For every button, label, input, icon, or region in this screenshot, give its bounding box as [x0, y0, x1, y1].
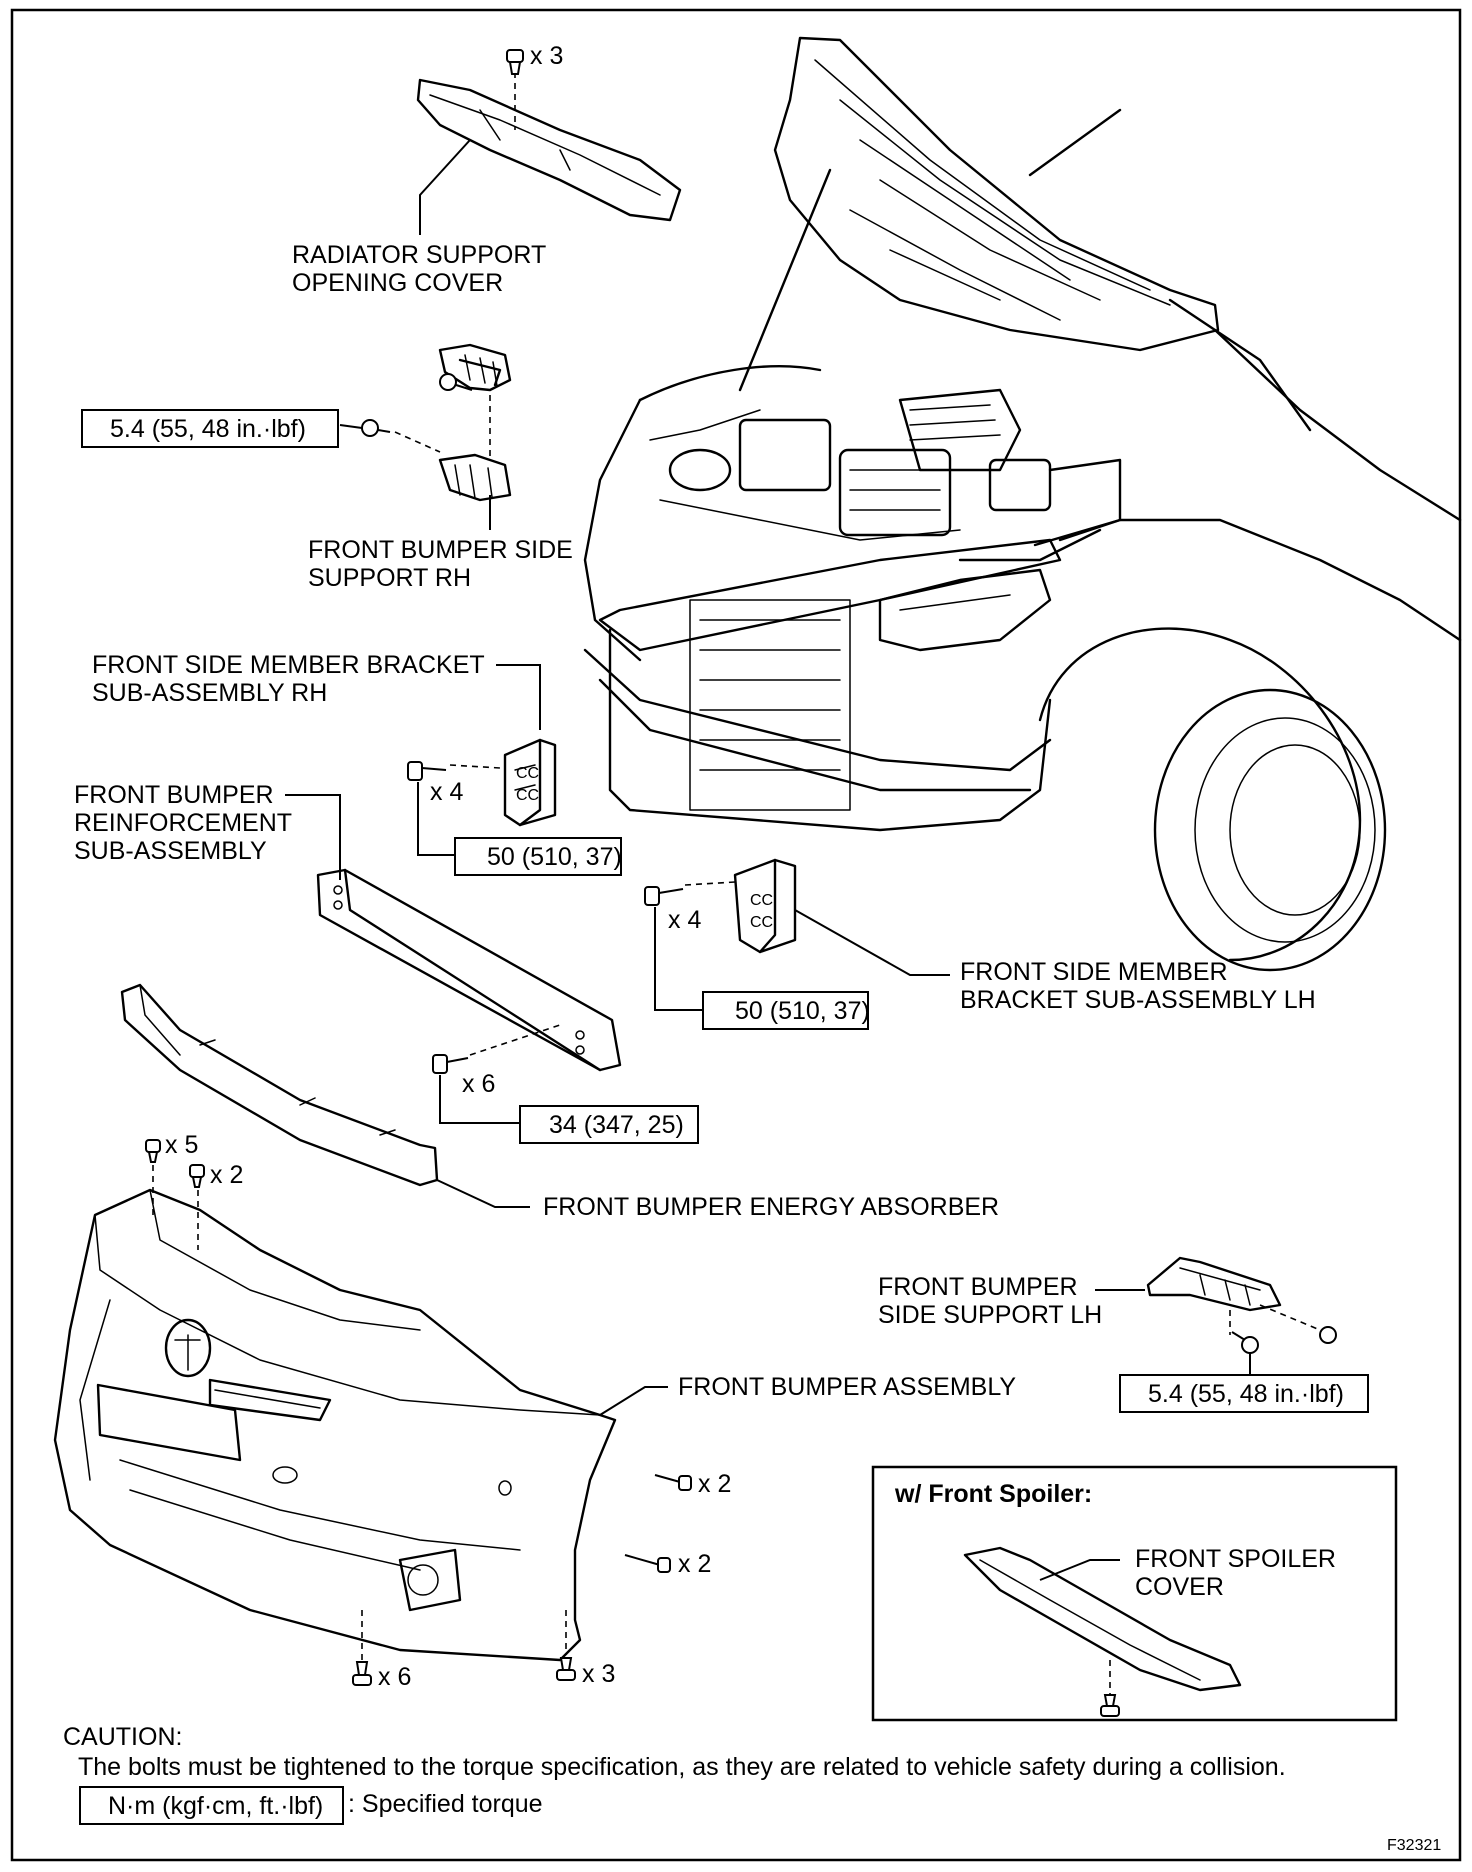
emblem-icon: [164, 1318, 212, 1378]
reinforcement-dash: [469, 1024, 561, 1056]
side-support-rh-label-line1: FRONT BUMPER SIDE: [308, 536, 573, 564]
bumper-side-qty-b: x 2: [678, 1550, 711, 1578]
energy-absorber: [120, 983, 530, 1208]
member-bracket-rh-leader: [496, 664, 541, 730]
screw-icon: [439, 373, 473, 391]
torque-box-side-support-lh: [1119, 1374, 1369, 1413]
spoiler-cover-label-line2: COVER: [1135, 1573, 1224, 1601]
legend-torque-unit: N·m (kgf·cm, ft.·lbf): [108, 1792, 323, 1820]
bumper-bottom-qty-a: x 6: [378, 1663, 411, 1691]
torque-box-side-support-rh: [81, 409, 339, 448]
radiator-cover-label-line1: RADIATOR SUPPORT: [292, 241, 546, 269]
front-spoiler-inset-box: [871, 1465, 1398, 1722]
bolt-icon: [407, 761, 447, 781]
torque-bracket-lh: 50 (510, 37): [735, 997, 870, 1025]
bracket-rh-qty: x 4: [430, 778, 463, 806]
torque-box-bracket-rh: [454, 837, 622, 876]
reinforcement-label-line3: SUB-ASSEMBLY: [74, 837, 267, 865]
bracket-lh-qty: x 4: [668, 906, 701, 934]
bracket-lh-torque-leader: [654, 907, 703, 1011]
bolt-icon: [644, 886, 684, 906]
clip-icon: [506, 49, 524, 75]
page-frame: [10, 8, 1462, 1862]
spoiler-cover-label-line1: FRONT SPOILER: [1135, 1545, 1336, 1573]
radiator-cover-label-line2: OPENING COVER: [292, 269, 503, 297]
side-support-lh-label-line1: FRONT BUMPER: [878, 1273, 1078, 1301]
caution-title: CAUTION:: [63, 1723, 182, 1751]
reinforcement-bar: [316, 868, 622, 1072]
side-support-rh-label-line2: SUPPORT RH: [308, 564, 471, 592]
svg-text:CC: CC: [516, 787, 539, 804]
member-bracket-rh-label-line2: SUB-ASSEMBLY RH: [92, 679, 327, 707]
reinforcement-torque-leader: [439, 1075, 520, 1124]
front-bumper-assembly: [53, 1165, 668, 1662]
torque-box-reinforcement: [519, 1105, 699, 1144]
torque-box-bracket-lh: [702, 991, 869, 1030]
svg-text:CC: CC: [750, 914, 773, 931]
screw-icon: [624, 1554, 671, 1573]
bracket-rh-torque-leader: [417, 782, 455, 856]
side-support-lh: [1146, 1256, 1321, 1335]
torque-side-support-lh: 5.4 (55, 48 in.·lbf): [1148, 1380, 1344, 1408]
side-support-rh: [339, 343, 512, 530]
member-bracket-lh-label-line2: BRACKET SUB-ASSEMBLY LH: [960, 986, 1316, 1014]
radiator-cover-qty: x 3: [530, 42, 563, 70]
bolt-icon: [432, 1054, 469, 1074]
screw-icon: [361, 419, 391, 437]
legend-torque-box: [79, 1786, 344, 1825]
figure-id: F32321: [1387, 1837, 1441, 1854]
reinforcement-qty: x 6: [462, 1070, 495, 1098]
torque-reinforcement: 34 (347, 25): [549, 1111, 684, 1139]
clip-icon: [556, 1657, 576, 1681]
reinforcement-label-line2: REINFORCEMENT: [74, 809, 292, 837]
radiator-support-opening-cover: [416, 49, 682, 235]
clip-icon: [189, 1164, 205, 1188]
torque-bracket-rh: 50 (510, 37): [487, 843, 622, 871]
reinforcement-leader: [285, 794, 341, 880]
bumper-side-qty-a: x 2: [698, 1470, 731, 1498]
svg-text:CC: CC: [750, 892, 773, 909]
bumper-top-qty-a: x 5: [165, 1131, 198, 1159]
screw-icon: [1231, 1331, 1259, 1354]
bumper-top-qty-b: x 2: [210, 1161, 243, 1189]
front-spoiler-cover: [963, 1546, 1242, 1695]
clip-icon: [1100, 1694, 1120, 1717]
svg-text:CC: CC: [516, 765, 539, 782]
member-bracket-lh: CC CC: [684, 858, 950, 976]
side-support-lh-label-line2: SIDE SUPPORT LH: [878, 1301, 1102, 1329]
vehicle-front-illustration: [583, 36, 1462, 972]
caution-text: The bolts must be tightened to the torqu…: [78, 1753, 1286, 1781]
torque-side-support-rh: 5.4 (55, 48 in.·lbf): [110, 415, 306, 443]
member-bracket-rh: CC CC: [449, 738, 557, 827]
clip-icon: [352, 1661, 372, 1686]
clip-icon: [145, 1139, 161, 1163]
screw-icon: [654, 1474, 692, 1491]
license-plate-area: [96, 1383, 242, 1462]
spoiler-box-title: w/ Front Spoiler:: [894, 1480, 1092, 1508]
bumper-assembly-label: FRONT BUMPER ASSEMBLY: [678, 1373, 1016, 1401]
member-bracket-rh-label-line1: FRONT SIDE MEMBER BRACKET: [92, 651, 485, 679]
legend-meaning: : Specified torque: [348, 1790, 543, 1818]
bumper-bottom-qty-b: x 3: [582, 1660, 615, 1688]
screw-icon: [1319, 1326, 1337, 1344]
reinforcement-label-line1: FRONT BUMPER: [74, 781, 274, 809]
energy-absorber-label: FRONT BUMPER ENERGY ABSORBER: [543, 1193, 999, 1221]
member-bracket-lh-label-line1: FRONT SIDE MEMBER: [960, 958, 1228, 986]
